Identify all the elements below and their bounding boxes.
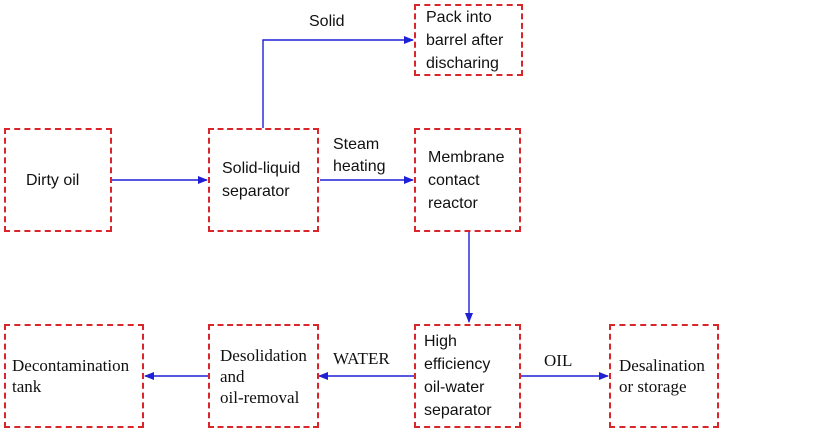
membrane-contact-reactor-box: Membrane contact reactor bbox=[414, 128, 521, 232]
edge-label-water: WATER bbox=[333, 349, 390, 368]
edge-label-steam-heating: Steam heating bbox=[333, 136, 386, 175]
decontamination-tank-box: Decontamination tank bbox=[4, 324, 144, 428]
desalination-storage-label: Desalination or storage bbox=[619, 356, 705, 396]
arrow-separator-to-pack-barrel bbox=[262, 36, 414, 128]
desolidation-oil-removal-box: Desolidation and oil-removal bbox=[208, 324, 319, 428]
edge-label-oil: OIL bbox=[544, 351, 573, 370]
dirty-oil-label: Dirty oil bbox=[26, 171, 80, 189]
desalination-storage-box: Desalination or storage bbox=[609, 324, 719, 428]
pack-into-barrel-label: Pack into barrel after discharing bbox=[426, 8, 504, 72]
high-efficiency-oil-water-separator-box: High efficiency oil-water separator bbox=[414, 324, 521, 428]
high-efficiency-oil-water-separator-label: High efficiency oil-water separator bbox=[424, 333, 492, 419]
decontamination-tank-label: Decontamination tank bbox=[12, 356, 130, 396]
membrane-contact-reactor-label: Membrane contact reactor bbox=[428, 148, 505, 212]
edge-label-solid: Solid bbox=[309, 13, 345, 30]
solid-liquid-separator-label: Solid-liquid separator bbox=[222, 160, 301, 200]
solid-liquid-separator-box: Solid-liquid separator bbox=[208, 128, 319, 232]
pack-into-barrel-box: Pack into barrel after discharing bbox=[414, 4, 523, 76]
dirty-oil-box: Dirty oil bbox=[4, 128, 112, 232]
desolidation-oil-removal-label: Desolidation and oil-removal bbox=[220, 345, 307, 407]
